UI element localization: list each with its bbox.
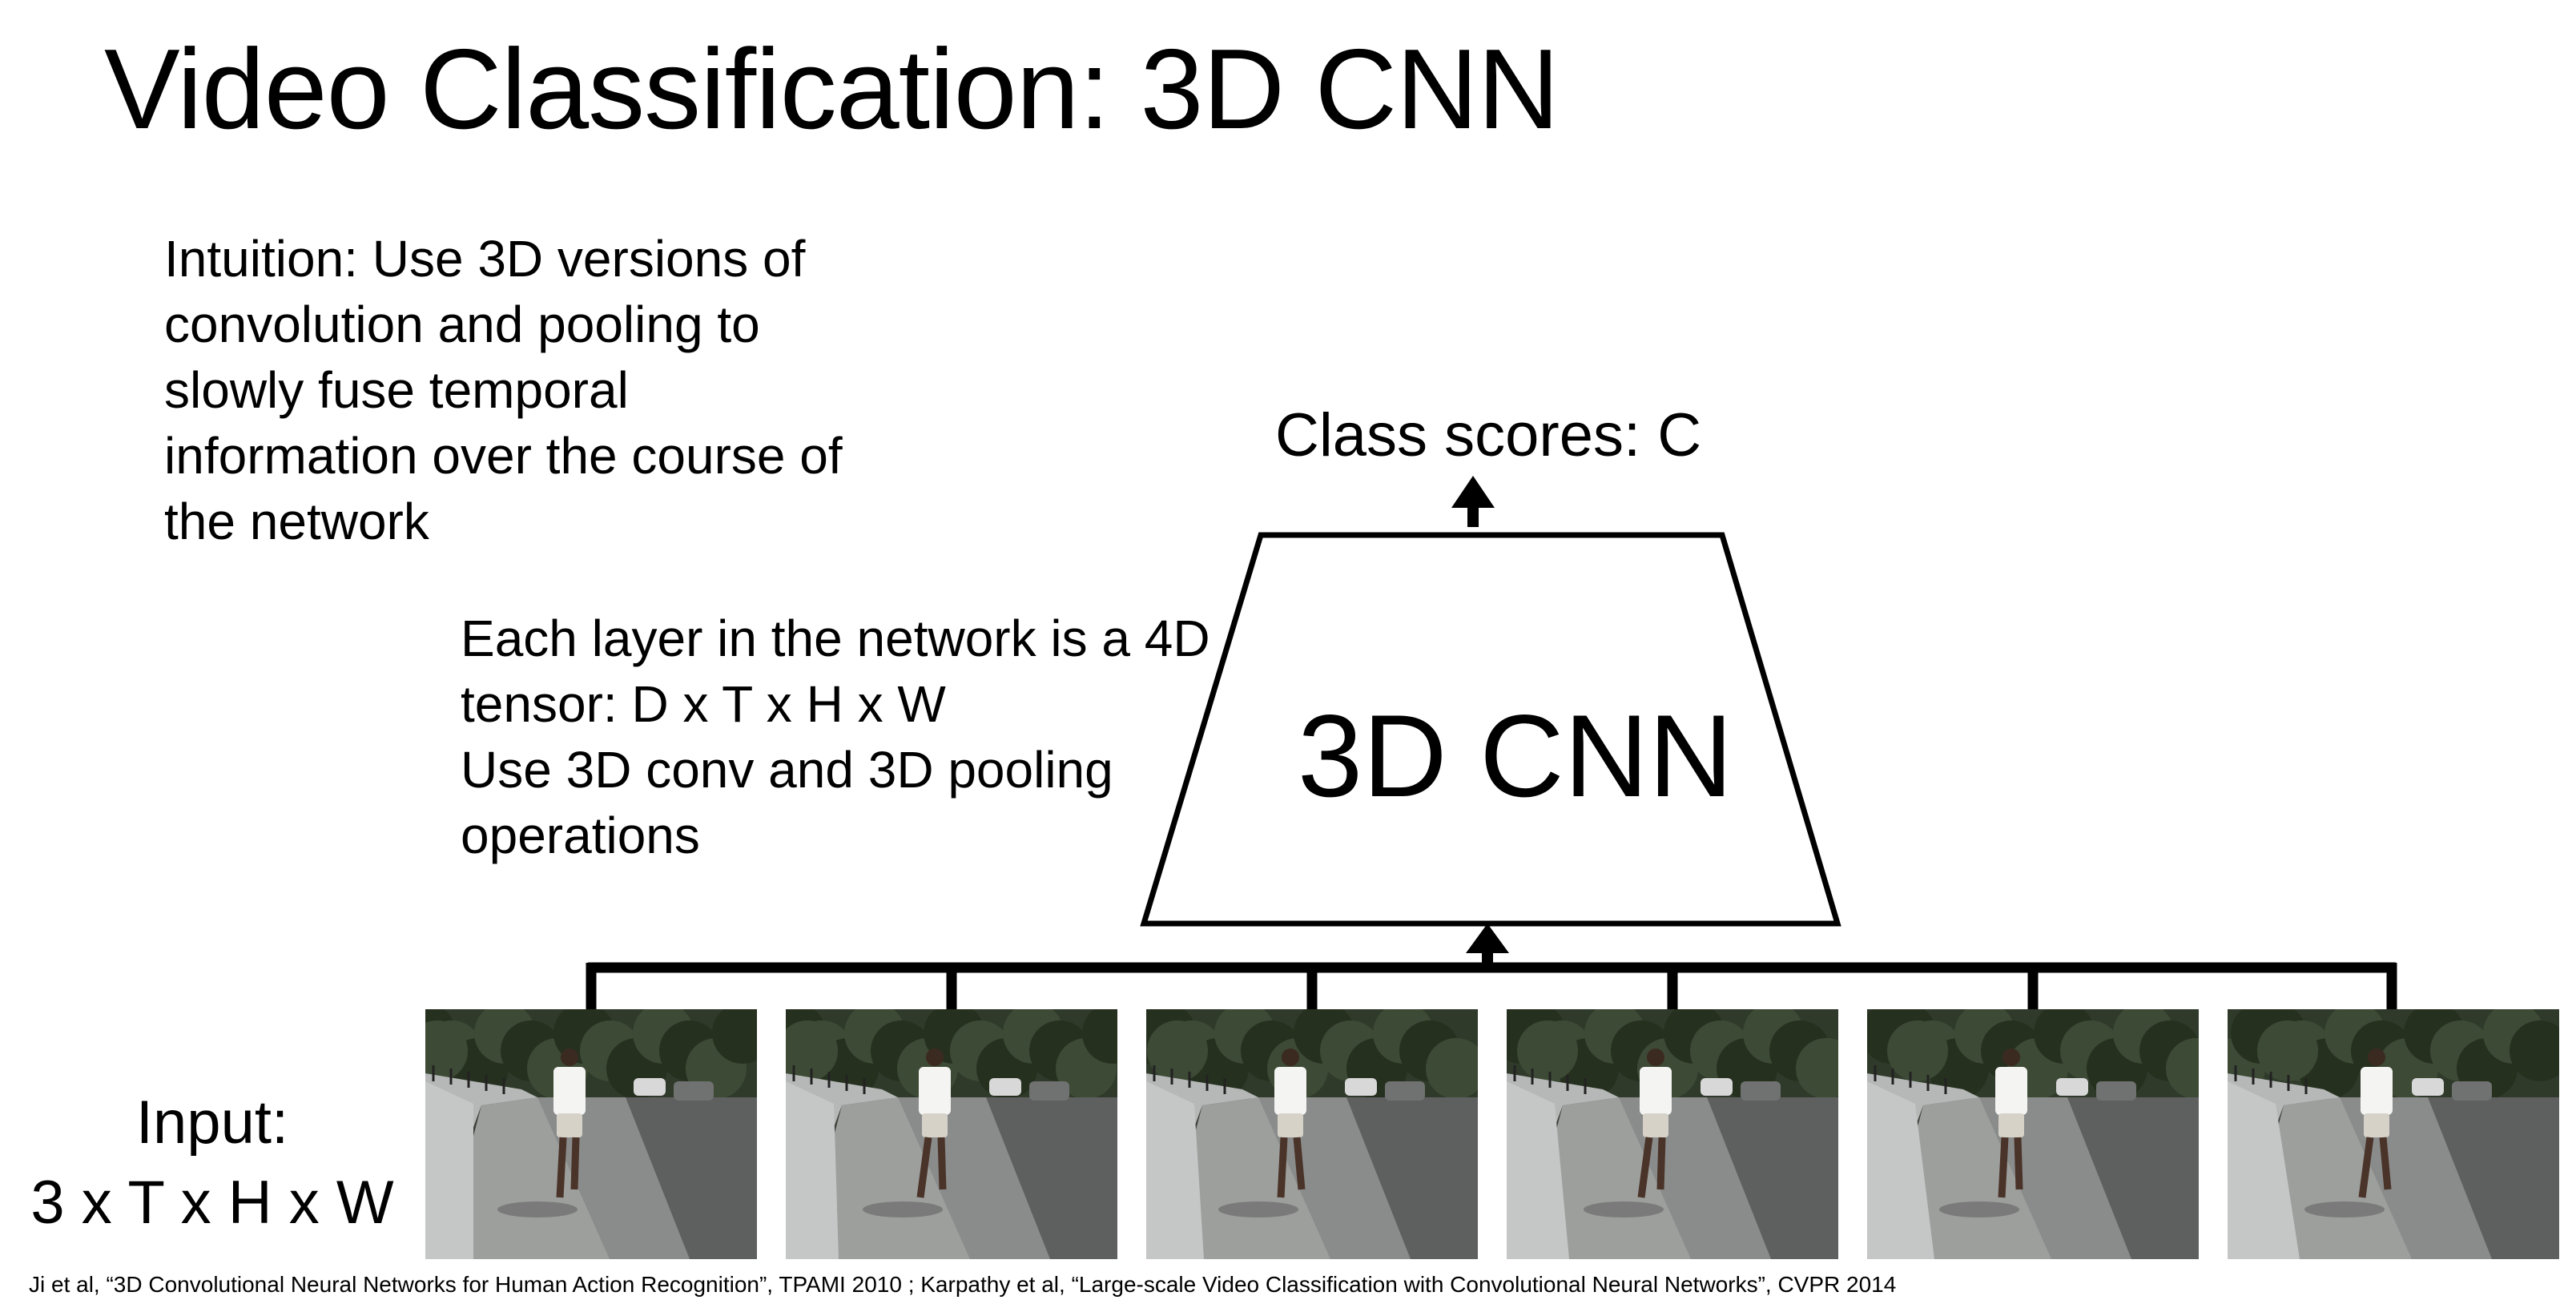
video-frame-image — [1146, 1009, 1478, 1259]
parked-car — [2412, 1078, 2444, 1096]
runner-shorts — [1278, 1113, 1303, 1137]
video-frame-image — [1867, 1009, 2199, 1259]
parked-car — [1385, 1081, 1425, 1101]
parked-car — [2452, 1081, 2492, 1101]
runner-head — [1647, 1048, 1664, 1066]
runner-head — [926, 1048, 944, 1066]
runner-head — [2368, 1048, 2385, 1066]
input-label-shape: 3 x T x H x W — [30, 1169, 394, 1237]
output-arrow-shaft — [1467, 503, 1479, 527]
parked-car — [2056, 1078, 2088, 1096]
runner-head — [2002, 1048, 2020, 1066]
runner-leg — [1656, 1137, 1666, 1190]
runner-shorts — [557, 1113, 582, 1137]
slide-title: Video Classification: 3D CNN — [104, 26, 1560, 153]
intuition-line: information over the course of — [164, 427, 843, 485]
runner-shorts — [1998, 1113, 2024, 1137]
runner-leg — [1637, 1137, 1653, 1198]
video-frame-1 — [425, 1009, 757, 1259]
runner-shirt — [2361, 1067, 2393, 1115]
runner-leg — [1998, 1137, 2009, 1198]
runner-head — [561, 1048, 578, 1066]
layer-description-line: tensor: D x T x H x W — [461, 675, 946, 733]
input-label-title: Input: — [135, 1089, 289, 1157]
input-arrow-head — [1466, 924, 1509, 953]
layer-description: Each layer in the network is a 4D tensor… — [461, 606, 1210, 868]
intuition-line: Intuition: Use 3D versions of — [164, 230, 806, 288]
input-label: Input: 3 x T x H x W — [24, 1083, 400, 1243]
runner-shorts — [1643, 1113, 1668, 1137]
video-frame-4 — [1507, 1009, 1838, 1259]
cnn-trapezoid — [1140, 532, 1841, 927]
runner-leg — [916, 1137, 932, 1198]
runner-leg — [2014, 1137, 2023, 1190]
intuition-line: slowly fuse temporal — [164, 361, 629, 419]
parked-car — [634, 1078, 666, 1096]
video-frame-image — [425, 1009, 757, 1259]
parked-car — [1701, 1078, 1733, 1096]
runner-head — [1282, 1048, 1299, 1066]
layer-description-line: Use 3D conv and 3D pooling — [461, 741, 1113, 799]
runner-leg — [2379, 1137, 2392, 1190]
runner-shorts — [2364, 1113, 2389, 1137]
parked-car — [989, 1078, 1021, 1096]
parked-car — [1029, 1081, 1069, 1101]
runner-shirt — [1274, 1067, 1306, 1115]
runner-leg — [570, 1137, 580, 1190]
runner-leg — [556, 1137, 567, 1198]
runner-shirt — [553, 1067, 586, 1115]
parked-car — [1741, 1081, 1781, 1101]
runner-shorts — [922, 1113, 948, 1137]
video-frame-6 — [2228, 1009, 2559, 1259]
intuition-line: convolution and pooling to — [164, 296, 760, 353]
runner-shirt — [1640, 1067, 1672, 1115]
runner-shirt — [919, 1067, 951, 1115]
runner-shirt — [1995, 1067, 2027, 1115]
intuition-line: the network — [164, 493, 429, 550]
video-frame-3 — [1146, 1009, 1478, 1259]
video-frame-5 — [1867, 1009, 2199, 1259]
runner-leg — [937, 1137, 947, 1190]
video-frame-image — [2228, 1009, 2559, 1259]
layer-description-line: Each layer in the network is a 4D — [461, 610, 1210, 667]
runner-leg — [1293, 1137, 1306, 1190]
parked-car — [2096, 1081, 2136, 1101]
layer-description-line: operations — [461, 807, 700, 864]
citation: Ji et al, “3D Convolutional Neural Netwo… — [29, 1272, 1897, 1297]
video-frame-image — [786, 1009, 1117, 1259]
runner-leg — [2358, 1137, 2374, 1198]
video-frame-image — [1507, 1009, 1838, 1259]
video-frame-2 — [786, 1009, 1117, 1259]
parked-car — [674, 1081, 714, 1101]
class-scores-label: Class scores: C — [1275, 401, 1702, 469]
output-arrow-head — [1451, 476, 1495, 508]
parked-car — [1345, 1078, 1377, 1096]
runner-leg — [1277, 1137, 1288, 1198]
cnn-label: 3D CNN — [1298, 690, 1733, 821]
intuition-text: Intuition: Use 3D versions of convolutio… — [164, 226, 843, 554]
